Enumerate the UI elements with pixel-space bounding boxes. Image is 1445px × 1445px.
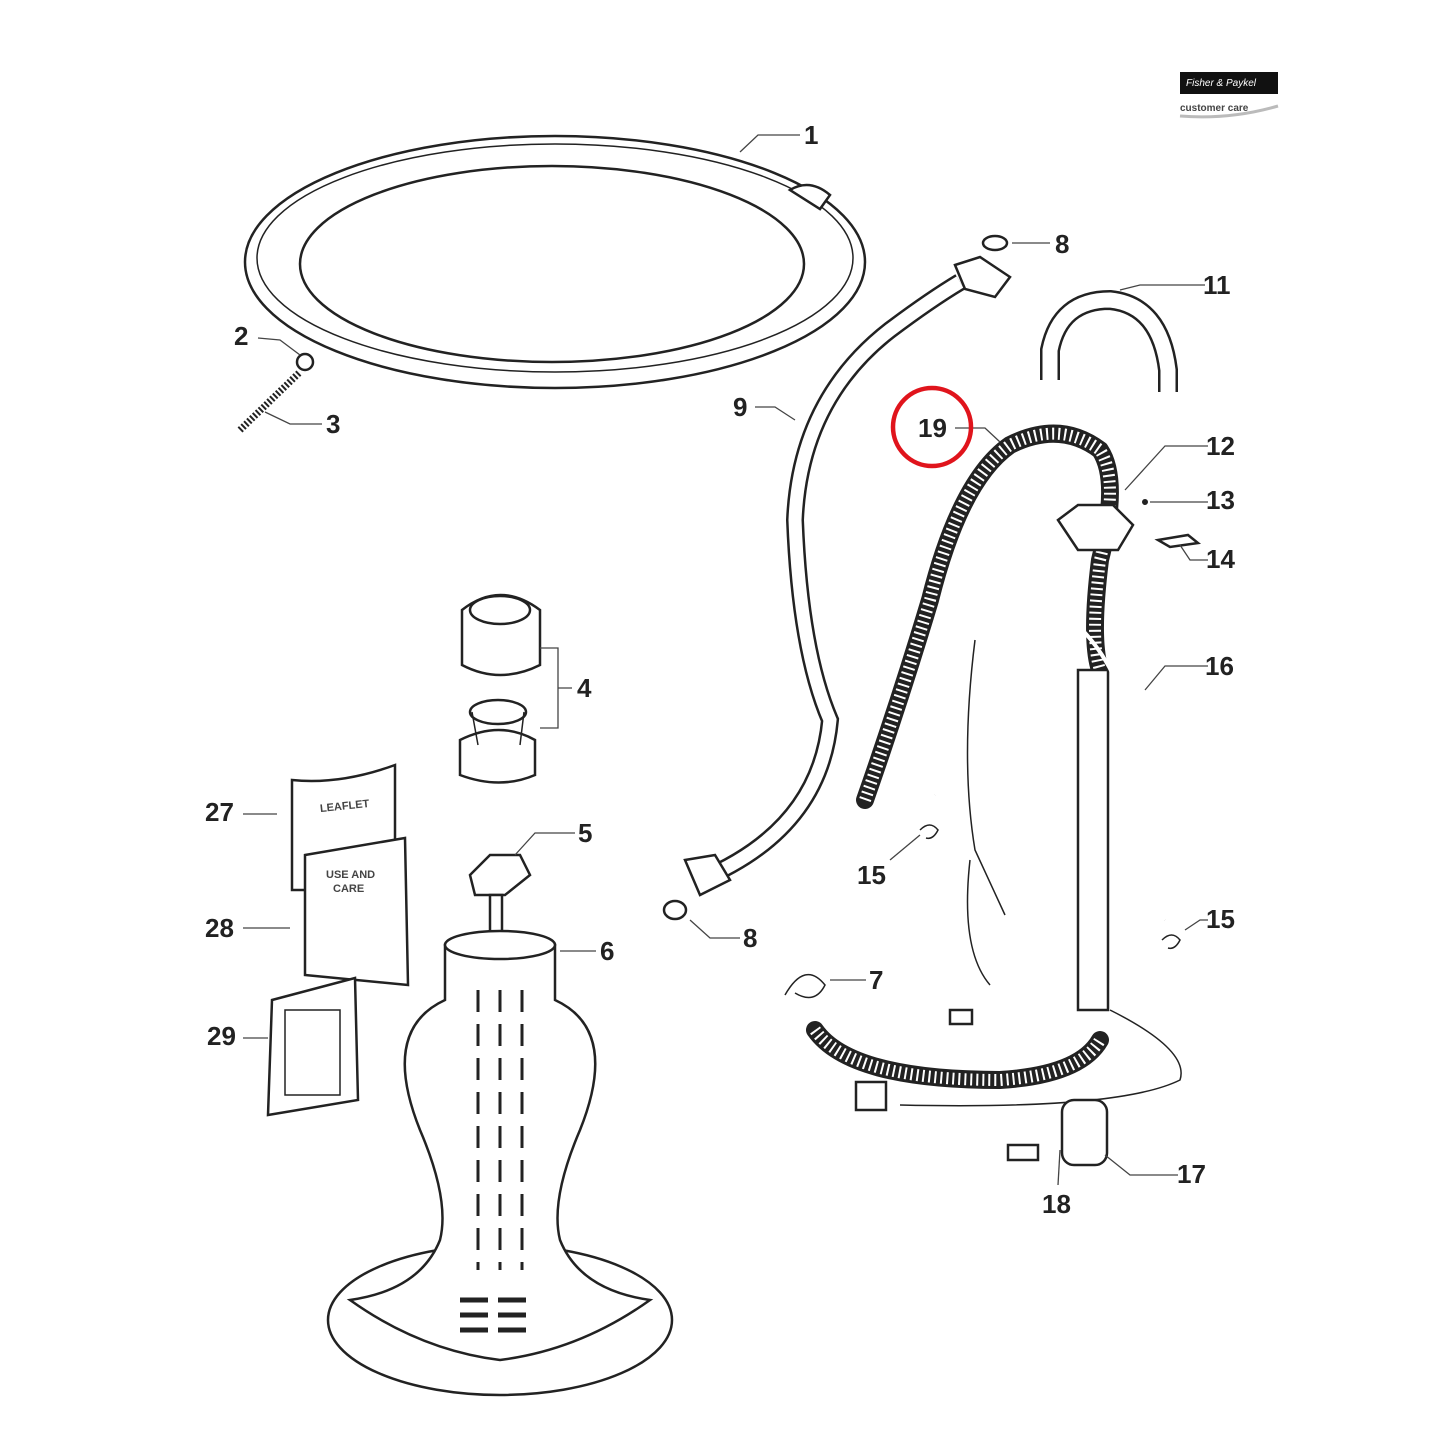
highlight-circle-part-19 xyxy=(890,385,974,469)
part-9-inlet-hose xyxy=(662,234,1012,921)
part-15-clip-b xyxy=(1161,934,1181,950)
callout-6: 6 xyxy=(600,936,614,966)
brand-logo: Fisher & Paykel customer care xyxy=(1179,72,1279,119)
callout-15-left: 15 xyxy=(857,860,886,890)
callout-7: 7 xyxy=(869,965,883,995)
callout-29: 29 xyxy=(207,1021,236,1051)
callout-14: 14 xyxy=(1206,544,1235,574)
callout-8-top: 8 xyxy=(1055,229,1069,259)
callout-15-right: 15 xyxy=(1206,904,1235,934)
use-care-text-1: USE AND xyxy=(326,869,375,881)
callout-9: 9 xyxy=(733,392,747,422)
callout-11: 11 xyxy=(1203,270,1231,300)
callout-12: 12 xyxy=(1206,431,1235,461)
callout-16: 16 xyxy=(1205,651,1234,681)
part-28-use-and-care xyxy=(303,836,410,987)
use-care-text-2: CARE xyxy=(333,883,364,895)
logo-sub-text: customer care xyxy=(1180,103,1249,114)
callout-18: 18 xyxy=(1042,1189,1071,1219)
booklets: LEAFLET USE AND CARE xyxy=(266,763,410,1117)
callout-17: 17 xyxy=(1177,1159,1206,1189)
part-2-3-spring xyxy=(237,352,315,433)
callout-4: 4 xyxy=(577,673,592,703)
callout-28: 28 xyxy=(205,913,234,943)
leader-lines xyxy=(243,134,1208,1186)
callout-19: 19 xyxy=(918,413,947,443)
part-15-clip-a xyxy=(919,824,939,840)
part-5-nut xyxy=(468,853,532,897)
callout-8-bottom: 8 xyxy=(743,923,757,953)
callout-2: 2 xyxy=(234,321,248,351)
part-6-agitator xyxy=(326,929,674,1397)
logo-brand-text: Fisher & Paykel xyxy=(1186,78,1257,89)
callout-1: 1 xyxy=(804,120,818,150)
callout-27: 27 xyxy=(205,797,234,827)
callout-13: 13 xyxy=(1206,485,1235,515)
part-16-harness xyxy=(854,602,1182,1167)
part-13-screw xyxy=(1142,499,1148,505)
part-7-clamp xyxy=(784,973,826,999)
part-14-clip xyxy=(1154,533,1202,549)
callout-5: 5 xyxy=(578,818,592,848)
part-29-bag xyxy=(266,976,360,1117)
callout-3: 3 xyxy=(326,409,340,439)
part-4-cap-assembly xyxy=(458,593,542,784)
leaflet-text: LEAFLET xyxy=(319,798,370,815)
part-1-ring xyxy=(243,134,867,390)
part-19-drain-hose xyxy=(806,424,1135,1090)
